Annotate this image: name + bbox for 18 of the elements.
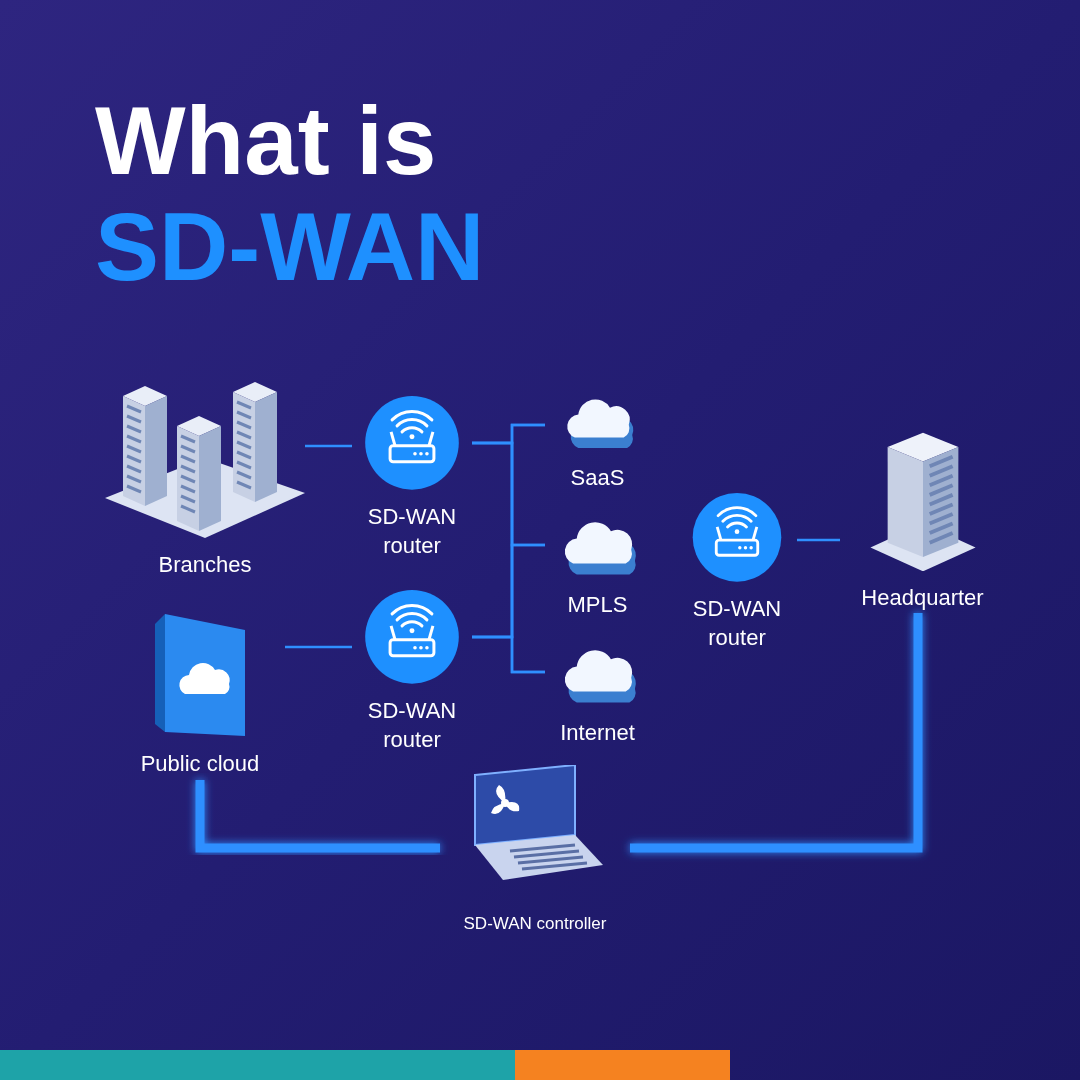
connector-line [195,780,440,853]
node-label: SD-WAN controller [463,913,607,935]
node-label: MPLS [567,591,628,620]
connector-line [305,444,352,448]
connector-line [797,538,840,542]
connector-line [472,635,545,674]
title: SD-WAN [95,193,485,300]
node-label: SD-WAN router [691,594,783,653]
connector-line [285,645,352,649]
title: What is [95,88,438,194]
connector-line [630,613,923,853]
node-label: SaaS [570,464,625,493]
node-label: SD-WAN router [366,502,458,561]
node-label: Headquarter [861,584,984,613]
node-label: SD-WAN router [366,696,458,755]
node-label: Branches [158,551,252,579]
node-label: Public cloud [140,750,260,778]
node-label: Internet [560,719,635,748]
